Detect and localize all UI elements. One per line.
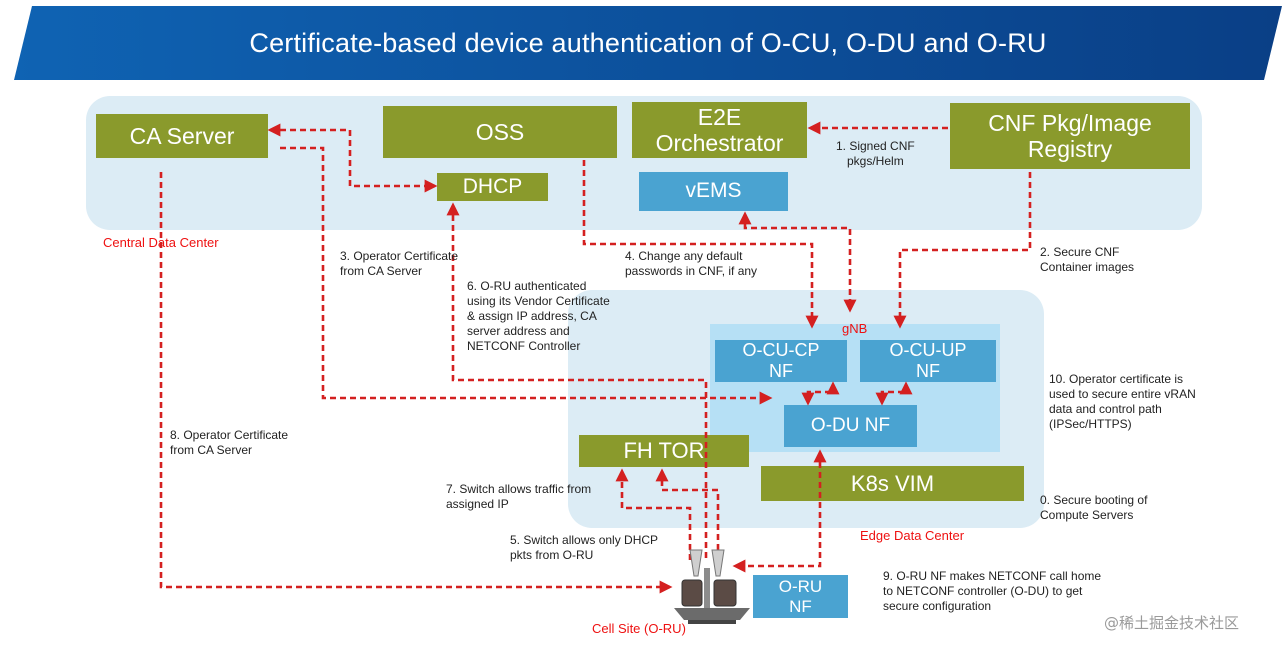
edge-data-center-label: Edge Data Center <box>860 528 965 543</box>
vems-ocu-arrow <box>738 211 857 313</box>
watermark: @稀土掘金技术社区 <box>1104 614 1240 632</box>
ca-dhcp-arrow <box>267 123 438 193</box>
step-6-note: 6. O-RU authenticated using its Vendor C… <box>467 279 610 353</box>
ca-server-box: CA Server <box>96 114 268 158</box>
ca-odu-arrow <box>280 146 773 405</box>
step-10-note: 10. Operator certificate is used to secu… <box>1049 372 1196 431</box>
step-2-note: 2. Secure CNF Container images <box>1040 245 1135 274</box>
vems-box: vEMS <box>639 172 788 211</box>
cnf-registry-box: CNF Pkg/Image Registry <box>950 103 1190 169</box>
step-7-note: 7. Switch allows traffic from assigned I… <box>446 482 592 511</box>
banner-shape <box>14 6 1282 80</box>
oru-nf-box: O-RU NF <box>753 575 848 618</box>
ocu-cp-box: O-CU-CP NF <box>715 340 847 382</box>
odu-nf-box: O-DU NF <box>784 405 917 447</box>
step-0-note: 0. Secure booting of Compute Servers <box>1040 493 1148 522</box>
fh-tor-box: FH TOR <box>579 435 749 467</box>
step-4-note: 4. Change any default passwords in CNF, … <box>625 249 758 278</box>
ca-oru-arrow <box>159 172 673 594</box>
oru-fhtor-arrow-5 <box>655 468 720 560</box>
oru-fhtor-arrow-7 <box>615 468 692 560</box>
registry-ocuup-arrow <box>893 172 1032 329</box>
dhcp-box: DHCP <box>437 173 548 201</box>
gnb-label: gNB <box>842 321 868 336</box>
step-5-note: 5. Switch allows only DHCP pkts from O-R… <box>510 533 659 562</box>
ocuup-odu-arrow <box>875 381 913 406</box>
step-8-note: 8. Operator Certificate from CA Server <box>170 428 289 457</box>
dhcp-oru-arrow <box>446 202 708 560</box>
step-1-note: 1. Signed CNF pkgs/Helm <box>836 139 915 168</box>
cell-site-label: Cell Site (O-RU) <box>592 621 686 636</box>
ocucp-odu-arrow <box>801 381 840 406</box>
oss-ocucp-arrow <box>582 160 819 329</box>
e2e-orchestrator-box: E2E Orchestrator <box>632 102 807 158</box>
radio-unit-icon <box>674 549 750 624</box>
page-title: Certificate-based device authentication … <box>249 27 1047 58</box>
title-banner: Certificate-based device authentication … <box>14 6 1282 80</box>
step-3-note: 3. Operator Certificate from CA Server <box>340 249 459 278</box>
ocu-up-box: O-CU-UP NF <box>860 340 996 382</box>
odu-oru-arrow <box>732 449 827 573</box>
step-9-note: 9. O-RU NF makes NETCONF call home to NE… <box>883 569 1102 613</box>
